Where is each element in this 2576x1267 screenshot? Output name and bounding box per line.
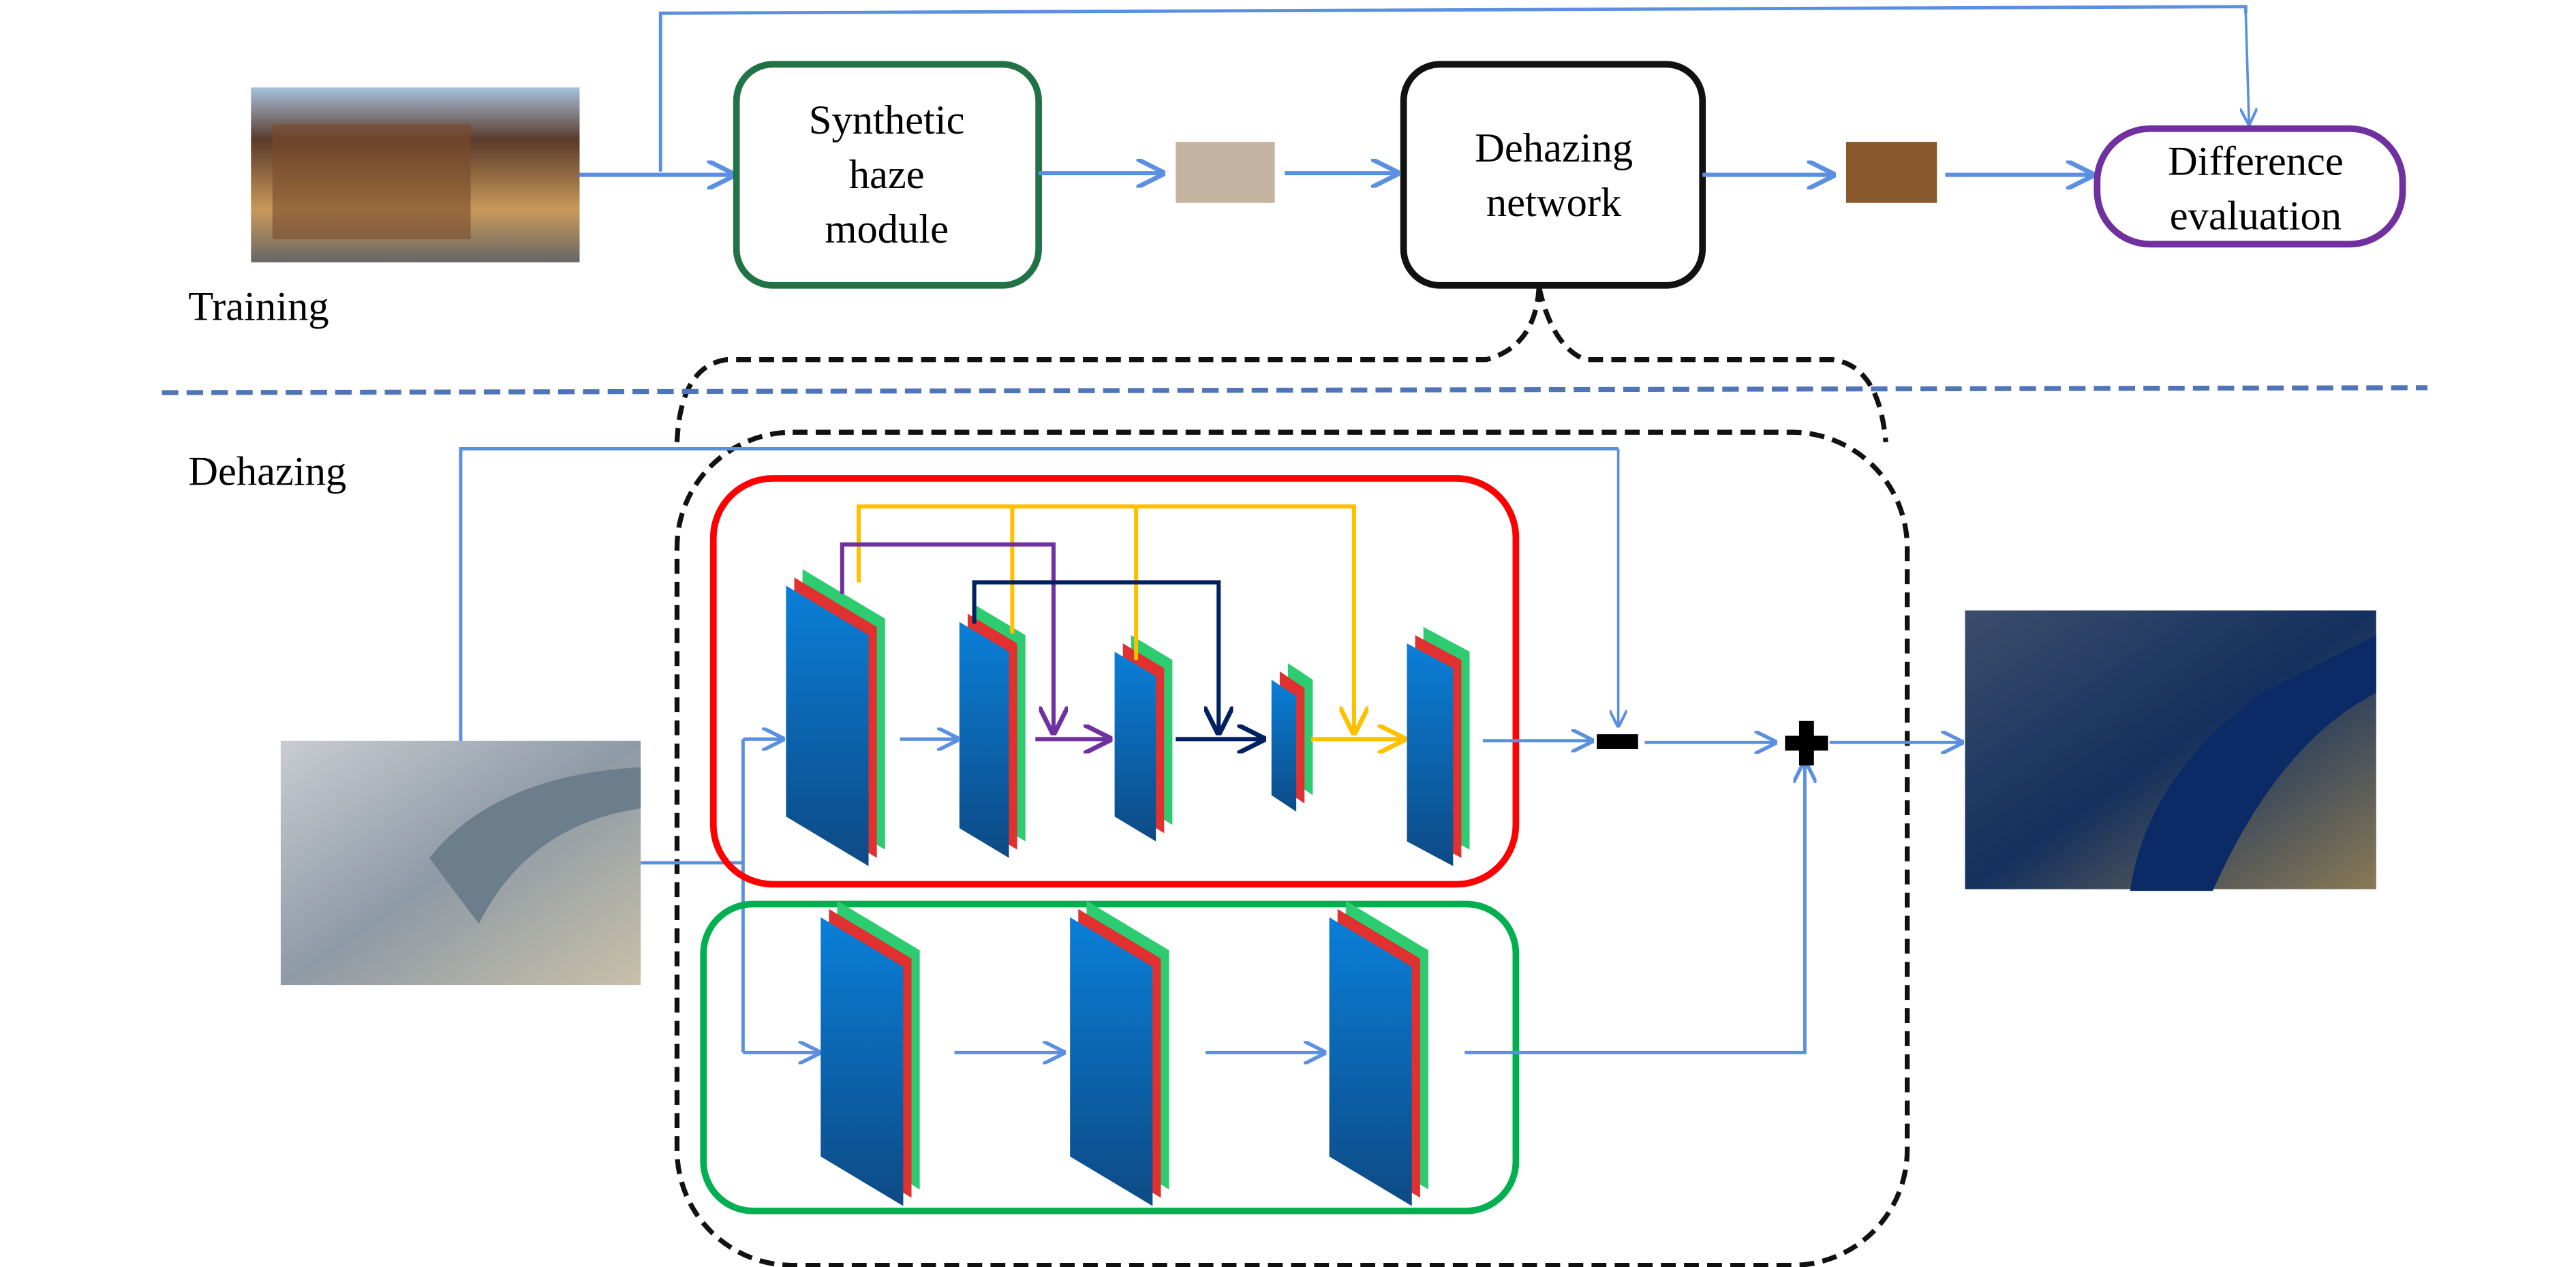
network-outline [674, 429, 1910, 1267]
dehazed-training-image [1846, 142, 1937, 203]
difference-evaluation-module [2094, 125, 2406, 248]
hazy-training-image [1176, 142, 1275, 203]
ground-truth-connector [658, 5, 2249, 172]
module-label-line: Synthetic [809, 97, 965, 143]
training-row: Synthetic haze module Dehazing network D… [188, 61, 2406, 330]
feature-map-layer [959, 622, 1009, 858]
feature-map-stack [1329, 900, 1428, 1206]
upper-branch-box [709, 475, 1520, 888]
feature-map-stack [821, 900, 920, 1206]
training-section-label: Training [188, 284, 328, 330]
feature-map-layer [1114, 652, 1156, 842]
feature-map-layer [1070, 917, 1153, 1206]
feature-map-layer [1407, 643, 1454, 866]
feature-map-layer [1329, 917, 1412, 1206]
plus-operator [1785, 720, 1828, 766]
feature-map-stack [1271, 663, 1313, 812]
module-label-line: haze [849, 152, 925, 198]
feature-map-stack [1114, 635, 1173, 842]
building-shape [272, 123, 471, 239]
module-label-line: Dehazing [1475, 125, 1633, 171]
feature-map-stack [959, 605, 1026, 858]
feature-map-stack [1407, 626, 1470, 866]
module-label-line: evaluation [2170, 193, 2342, 239]
module-label-line: network [1486, 180, 1622, 226]
feature-map-layer [821, 917, 904, 1206]
dehazing-network-module [1400, 61, 1706, 289]
skip-connections [840, 504, 1354, 733]
lower-branch-box [700, 900, 1520, 1215]
river-shape [2130, 635, 2376, 891]
module-label-line: Difference [2168, 139, 2344, 185]
feature-map-layer [786, 585, 869, 866]
zoom-callout [674, 286, 1888, 443]
river-shape [429, 767, 641, 924]
dehazing-section-label: Dehazing [188, 449, 346, 495]
skip-connector [459, 446, 1619, 741]
feature-map-stack [786, 569, 885, 866]
feature-map-layer [1271, 680, 1297, 812]
section-separator [162, 385, 2427, 395]
lower-output-connector [1465, 762, 1805, 1054]
feature-map-stack [1070, 900, 1169, 1206]
minus-operator [1597, 734, 1638, 749]
module-label-line: module [825, 207, 949, 252]
